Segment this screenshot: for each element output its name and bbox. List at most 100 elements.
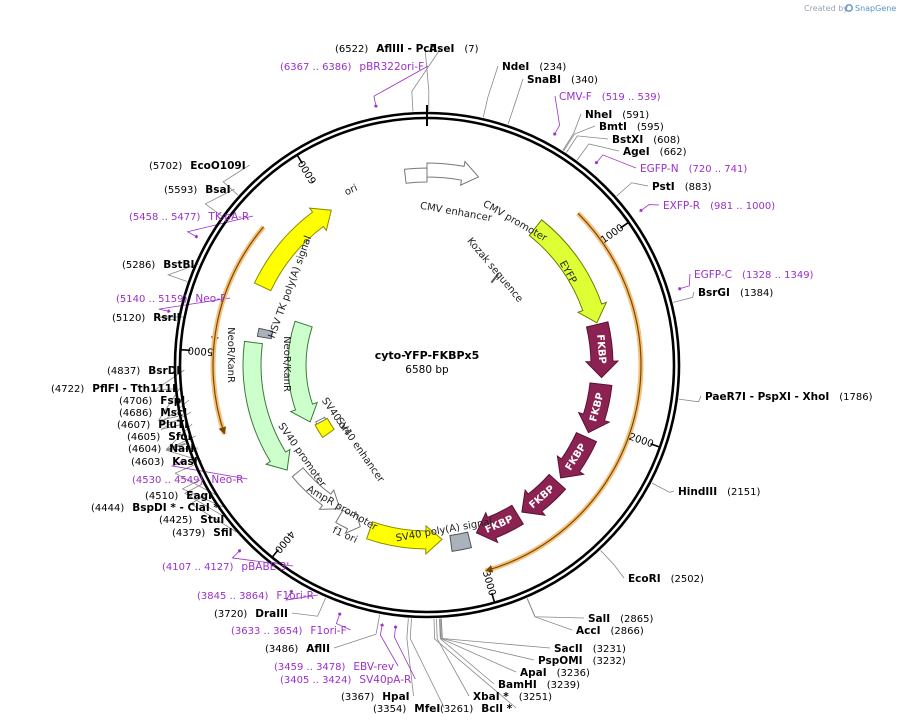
site-position: (662) — [660, 147, 687, 158]
site-leader-line — [157, 387, 181, 421]
site-position: (3232) — [593, 656, 626, 667]
site-bsrdi[interactable]: (4837)BsrDI — [107, 365, 180, 377]
site-pspomi[interactable]: PspOMI(3232) — [538, 655, 626, 667]
site-nhei[interactable]: NheI(591) — [585, 109, 649, 121]
primer-neo-f[interactable]: (5140 .. 5159)Neo-F — [116, 293, 226, 305]
site-snabi[interactable]: SnaBI(340) — [527, 74, 598, 86]
site-bstbi[interactable]: (5286)BstBI — [122, 259, 194, 271]
site-leader-line — [433, 618, 517, 709]
primer-range: (519 .. 539) — [602, 92, 661, 103]
site-stui[interactable]: (4425)StuI — [159, 514, 224, 526]
site-bamhi[interactable]: BamHI(3239) — [498, 679, 580, 691]
site-asei[interactable]: AseI(7) — [429, 43, 479, 55]
primer-egfp-c[interactable]: EGFP-C(1328 .. 1349) — [694, 269, 814, 281]
site-sacii[interactable]: SacII(3231) — [554, 643, 626, 655]
primer-site-mark — [167, 309, 170, 313]
site-leader-line — [174, 464, 217, 496]
primer-name: pBABE 3' — [241, 561, 289, 573]
feature-kozak-sequence — [490, 273, 499, 284]
site-leader-line — [563, 125, 596, 152]
site-hindiii[interactable]: HindIII(2151) — [678, 486, 760, 498]
site-xbai[interactable]: XbaI *(3251) — [473, 691, 552, 703]
site-agei[interactable]: AgeI(662) — [623, 146, 687, 158]
site-bsai[interactable]: (5593) BsaI — [164, 184, 231, 196]
site-fspi[interactable]: (4706)FspI — [119, 395, 185, 407]
site-position: (2151) — [727, 487, 760, 498]
site-sfii[interactable]: (4379)SfiI — [172, 527, 233, 539]
primer-pbabe-3[interactable]: (4107 .. 4127)pBABE 3' — [162, 561, 289, 573]
primer-tk-pa-r[interactable]: (5458 .. 5477)TK-pA-R — [129, 211, 249, 223]
site-nari[interactable]: (4604)NarI — [128, 443, 194, 455]
primer-f1ori-f[interactable]: (3633 .. 3654)F1ori-F — [231, 625, 347, 637]
site-rsrii[interactable]: (5120)RsrII — [112, 312, 181, 324]
site-position: (3251) — [519, 692, 552, 703]
primer-range: (720 .. 741) — [689, 164, 748, 175]
primer-name: EXFP-R — [663, 200, 700, 212]
primer-exfp-r[interactable]: EXFP-R(981 .. 1000) — [663, 200, 775, 212]
primer-site-mark — [639, 208, 643, 213]
site-hpai[interactable]: (3367)HpaI — [341, 691, 410, 703]
primer-range: (3459 .. 3478) — [274, 662, 346, 673]
site-apai[interactable]: ApaI(3236) — [520, 667, 590, 679]
site-msci[interactable]: (4686)MscI — [119, 407, 187, 419]
site-bsrgi[interactable]: BsrGI(1384) — [698, 287, 773, 299]
site-eagi[interactable]: (4510)EagI — [145, 490, 212, 502]
orf-arc — [211, 225, 266, 344]
primer-name: F1ori-F — [310, 625, 346, 637]
site-position: (591) — [622, 110, 649, 121]
tick-label: 2000 — [627, 432, 655, 451]
site-sfoi[interactable]: (4605)SfoI — [127, 431, 192, 443]
site-ndei[interactable]: NdeI(234) — [502, 61, 566, 73]
feature-f1-ori — [366, 521, 443, 556]
site-bstxi[interactable]: BstXI(608) — [612, 134, 680, 146]
site-position: (4604) — [128, 444, 161, 455]
site-position: (5120) — [112, 313, 145, 324]
site-kasi[interactable]: (4603)KasI — [131, 456, 198, 468]
site-acci[interactable]: AccI(2866) — [576, 625, 644, 637]
plasmid-name: cyto-YFP-FKBPx5 — [375, 349, 480, 362]
primer-egfp-n[interactable]: EGFP-N(720 .. 741) — [640, 163, 747, 175]
primer-sv40pa-r[interactable]: (3405 .. 3424)SV40pA-R — [280, 674, 411, 686]
primer-f1ori-r[interactable]: (3845 .. 3864)F1ori-R — [197, 590, 314, 602]
orf-arrowhead — [218, 426, 227, 435]
site-bmti[interactable]: BmtI(595) — [599, 121, 664, 133]
primer-pbr322ori-f[interactable]: (6367 .. 6386)pBR322ori-F — [280, 61, 424, 73]
site-mfei[interactable]: (3354)MfeI — [373, 703, 440, 715]
enzyme-name: BsaI — [205, 184, 230, 196]
site-pflfi-tth111i[interactable]: (4722)PflFI - Tth111I — [51, 383, 176, 395]
site-position: (4686) — [119, 408, 152, 419]
site-pluti[interactable]: (4607)PluTI — [117, 419, 188, 431]
site-sali[interactable]: SalI(2865) — [588, 613, 654, 625]
primer-range: (5458 .. 5477) — [129, 212, 201, 223]
site-position: (5593) — [164, 185, 197, 196]
site-leader-line — [181, 479, 224, 508]
site-paer7i-pspxi-xhoi[interactable]: PaeR7I - PspXI - XhoI(1786) — [705, 391, 873, 403]
site-position: (3231) — [593, 644, 626, 655]
site-afliii-pcii[interactable]: (6522)AflIII - PciI — [335, 43, 437, 55]
primer-range: (5140 .. 5159) — [116, 294, 188, 305]
primer-neo-r[interactable]: (4530 .. 4549)Neo-R — [132, 474, 243, 486]
feature-label-ori: ori — [343, 183, 359, 198]
primer-name: CMV-F — [559, 91, 592, 103]
site-leader-line — [440, 618, 551, 649]
site-psti[interactable]: PstI(883) — [652, 181, 712, 193]
primer-cmv-f[interactable]: CMV-F (519 .. 539) — [559, 91, 661, 103]
site-draiii[interactable]: (3720)DraIII — [214, 608, 288, 620]
primer-site-mark — [678, 286, 682, 291]
site-ecori[interactable]: EcoRI(2502) — [628, 573, 704, 585]
site-ecoo109i[interactable]: (5702)EcoO109I — [149, 160, 246, 172]
primer-ebv-rev[interactable]: (3459 .. 3478)EBV-rev — [274, 661, 394, 673]
site-aflii[interactable]: (3486)AflII — [265, 643, 330, 655]
primer-leader-line — [379, 623, 399, 667]
primer-site-mark — [194, 234, 199, 239]
enzyme-name: FspI — [160, 395, 185, 407]
site-bspdi-clai[interactable]: (4444)BspDI * - ClaI * — [91, 502, 219, 514]
site-leader-line — [526, 598, 585, 619]
enzyme-name: PaeR7I - PspXI - XhoI — [705, 391, 829, 403]
feature-sv40-enhancer — [315, 416, 327, 425]
site-position: (5702) — [149, 161, 182, 172]
primer-range: (3405 .. 3424) — [280, 675, 352, 686]
site-bcli[interactable]: (3261)BclI * — [440, 703, 513, 715]
